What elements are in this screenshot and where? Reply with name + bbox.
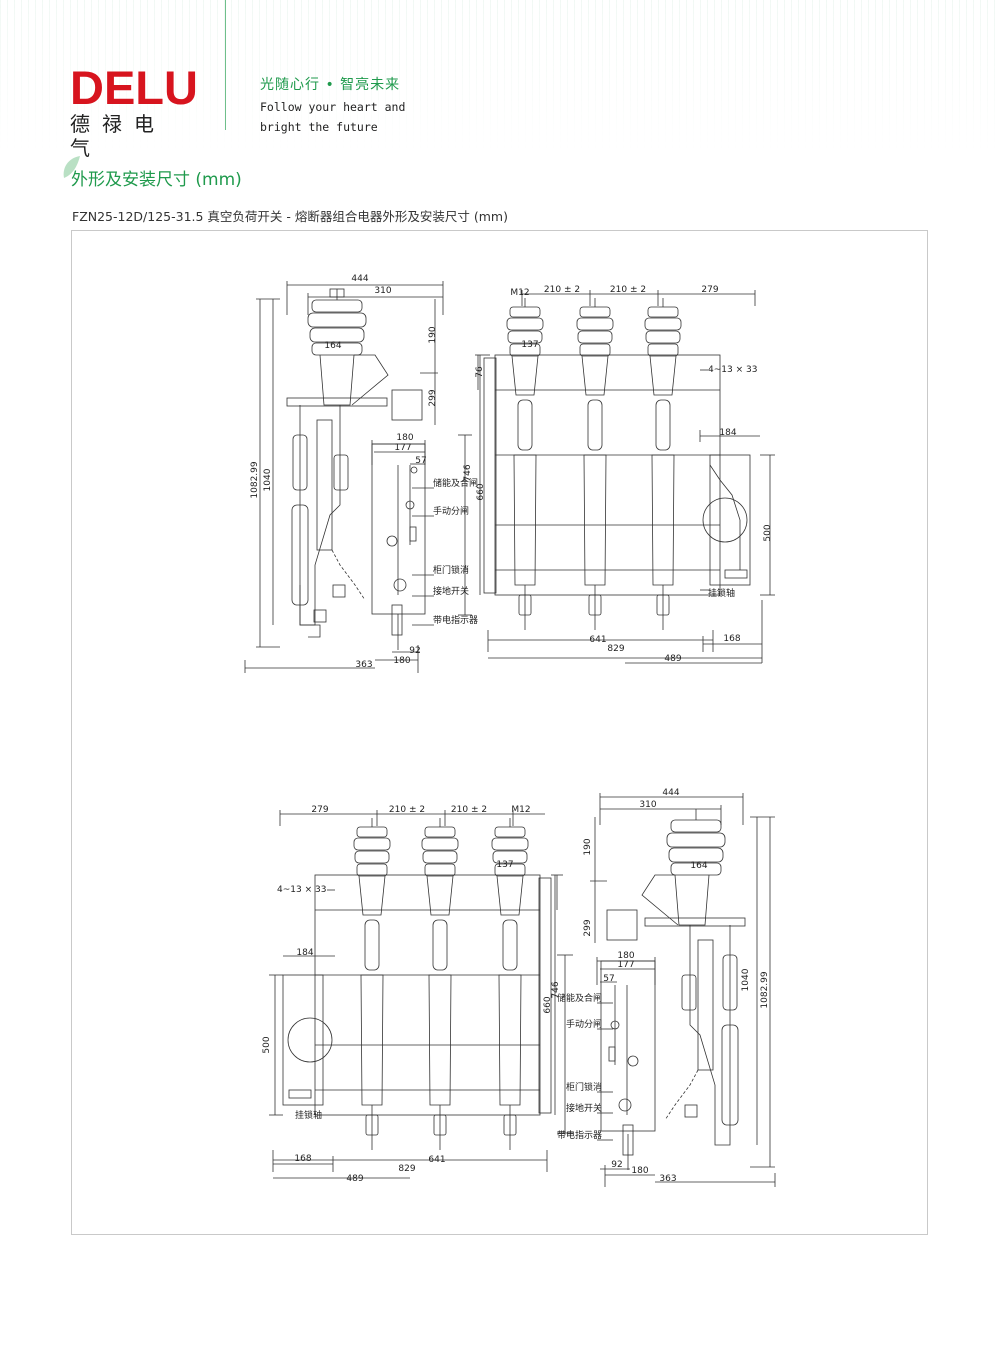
side-dim-1040: 1040 <box>263 468 273 491</box>
front-view-drawing-bottom: 279 210 ± 2 210 ± 2 M12 137 4~13 × 33 18… <box>262 805 563 1184</box>
slogan-english-line-2: bright the future <box>260 120 378 134</box>
side-label-earth: 接地开关 <box>433 585 469 597</box>
side-dim-180b: 180 <box>393 656 410 666</box>
bottom-side-dim-1082: 1082.99 <box>760 971 770 1008</box>
front-dim-184: 184 <box>719 428 736 438</box>
bottom-front-dim-489: 489 <box>346 1174 363 1184</box>
side-dim-164: 164 <box>324 341 341 351</box>
bottom-front-dim-210a: 210 ± 2 <box>389 805 425 815</box>
front-dim-641: 641 <box>589 635 606 645</box>
bottom-side-dim-746: 746 <box>551 981 561 998</box>
side-view-drawing-bottom: 444 310 164 190 299 180 177 57 746 1040 … <box>551 788 776 1187</box>
front-dim-holes: 4~13 × 33 <box>708 365 757 375</box>
bottom-front-dim-829: 829 <box>398 1164 415 1174</box>
front-dim-660: 660 <box>476 483 486 500</box>
front-dim-210a: 210 ± 2 <box>544 285 580 295</box>
brand-logo: DELU 德禄电气 <box>70 61 198 160</box>
bottom-side-label-door: 柜门锁消 <box>566 1081 602 1093</box>
drawing-frame <box>71 230 928 1235</box>
header-stripe-pattern <box>0 0 1000 150</box>
bottom-side-dim-164: 164 <box>690 861 707 871</box>
front-dim-76: 76 <box>475 366 485 378</box>
front-dim-168: 168 <box>723 634 740 644</box>
side-dim-746: 746 <box>463 464 473 481</box>
side-dim-180: 180 <box>396 433 413 443</box>
bottom-side-dim-444: 444 <box>662 788 679 798</box>
bottom-side-dim-1040: 1040 <box>741 968 751 991</box>
side-label-manual: 手动分闸 <box>433 505 469 517</box>
side-label-door: 柜门锁消 <box>433 564 469 576</box>
front-dim-m12: M12 <box>510 288 529 298</box>
side-dim-444: 444 <box>351 274 368 284</box>
bottom-side-dim-363: 363 <box>659 1174 676 1184</box>
side-dim-310: 310 <box>374 286 391 296</box>
front-dim-829: 829 <box>607 644 624 654</box>
bottom-front-dim-641: 641 <box>428 1155 445 1165</box>
brand-slogan: 光随心行 • 智亮未来 Follow your heart and bright… <box>260 74 405 134</box>
front-dim-500: 500 <box>763 524 773 541</box>
bottom-side-dim-180b: 180 <box>631 1166 648 1176</box>
bottom-side-dim-180: 180 <box>617 951 634 961</box>
front-dim-210b: 210 ± 2 <box>610 285 646 295</box>
bottom-front-dim-holes: 4~13 × 33 <box>277 885 326 895</box>
front-label-lock: 挂锁轴 <box>708 587 735 599</box>
bottom-side-dim-310: 310 <box>639 800 656 810</box>
bottom-side-label-manual: 手动分闸 <box>566 1018 602 1030</box>
drawing-caption: FZN25-12D/125-31.5 真空负荷开关 - 熔断器组合电器外形及安装… <box>72 209 508 224</box>
bottom-side-label-earth: 接地开关 <box>566 1102 602 1114</box>
side-dim-363: 363 <box>355 660 372 670</box>
bottom-front-dim-279: 279 <box>311 805 328 815</box>
side-dim-1082: 1082.99 <box>250 461 260 498</box>
section-leaf-icon <box>63 156 80 178</box>
side-dim-190: 190 <box>428 326 438 343</box>
bottom-side-label-charge: 储能及合闸 <box>557 992 602 1004</box>
side-label-live: 带电指示器 <box>433 614 478 626</box>
side-view-drawing-top: 444 310 164 190 299 180 177 57 746 1040 … <box>244 274 478 673</box>
bottom-side-dim-299: 299 <box>583 919 593 936</box>
logo-chinese-name: 德禄电气 <box>70 112 166 160</box>
front-dim-489: 489 <box>664 654 681 664</box>
bottom-front-dim-500: 500 <box>262 1036 272 1053</box>
header-divider <box>225 0 226 130</box>
bottom-side-dim-177: 177 <box>617 960 634 970</box>
bottom-front-dim-137: 137 <box>496 860 513 870</box>
bottom-front-dim-168: 168 <box>294 1154 311 1164</box>
bottom-side-label-live: 带电指示器 <box>557 1129 602 1141</box>
slogan-chinese: 光随心行 • 智亮未来 <box>260 77 401 93</box>
bottom-side-dim-57: 57 <box>603 974 614 984</box>
side-dim-177: 177 <box>394 443 411 453</box>
bottom-front-dim-660: 660 <box>543 996 553 1013</box>
logo-wordmark: DELU <box>70 61 198 114</box>
bottom-side-dim-190: 190 <box>583 838 593 855</box>
bottom-front-label-lock: 挂锁轴 <box>295 1109 322 1121</box>
side-label-charge: 储能及合闸 <box>433 477 478 489</box>
side-dim-57: 57 <box>415 456 426 466</box>
front-view-drawing-top: M12 210 ± 2 210 ± 2 279 137 76 4~13 × 33… <box>475 285 775 664</box>
section-title: 外形及安装尺寸 (mm) <box>71 170 242 190</box>
front-dim-137: 137 <box>521 340 538 350</box>
bottom-front-dim-210b: 210 ± 2 <box>451 805 487 815</box>
slogan-english-line-1: Follow your heart and <box>260 100 406 114</box>
front-dim-279: 279 <box>701 285 718 295</box>
bottom-front-dim-184: 184 <box>296 948 313 958</box>
bottom-front-dim-m12: M12 <box>511 805 530 815</box>
side-dim-92: 92 <box>409 646 420 656</box>
bottom-side-dim-92: 92 <box>611 1160 622 1170</box>
side-dim-299: 299 <box>428 389 438 406</box>
